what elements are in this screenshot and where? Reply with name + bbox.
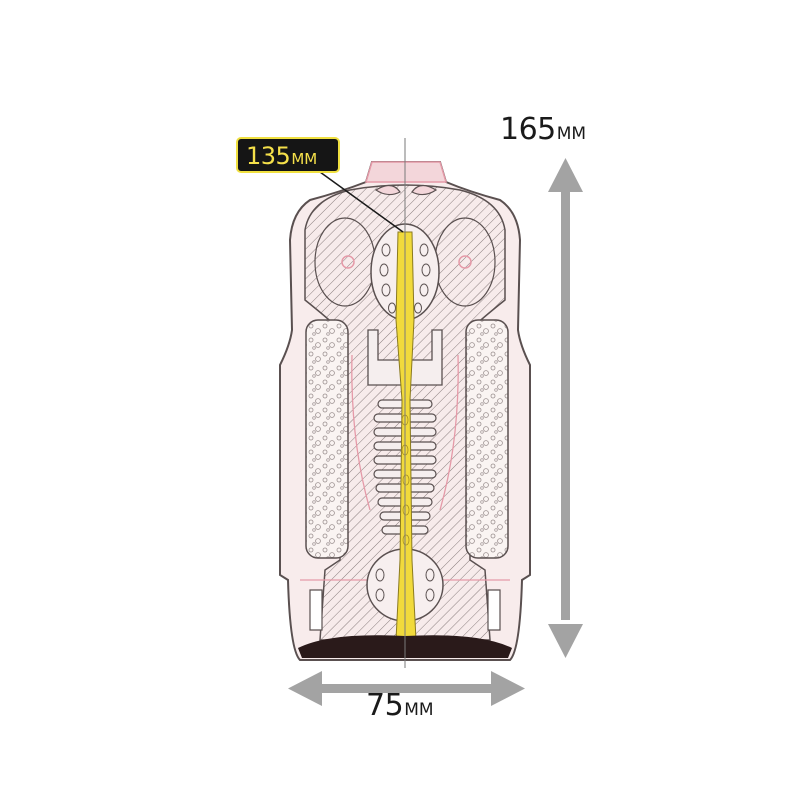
height-arrow <box>548 158 583 658</box>
inner-length-leader <box>319 171 404 233</box>
height-dimension-label: 165MM <box>500 112 586 147</box>
inner-length-badge: 135MM <box>236 137 340 173</box>
inner-length-value: 135 <box>246 142 291 170</box>
width-arrow <box>288 671 525 706</box>
bottom-clips <box>309 589 501 631</box>
height-unit: MM <box>556 124 587 144</box>
width-value: 75 <box>366 688 404 723</box>
height-value: 165 <box>500 112 556 147</box>
width-unit: MM <box>404 700 434 720</box>
foam-panels <box>305 319 509 559</box>
width-dimension-label: 75MM <box>366 688 434 723</box>
inner-length-unit: MM <box>291 150 318 168</box>
